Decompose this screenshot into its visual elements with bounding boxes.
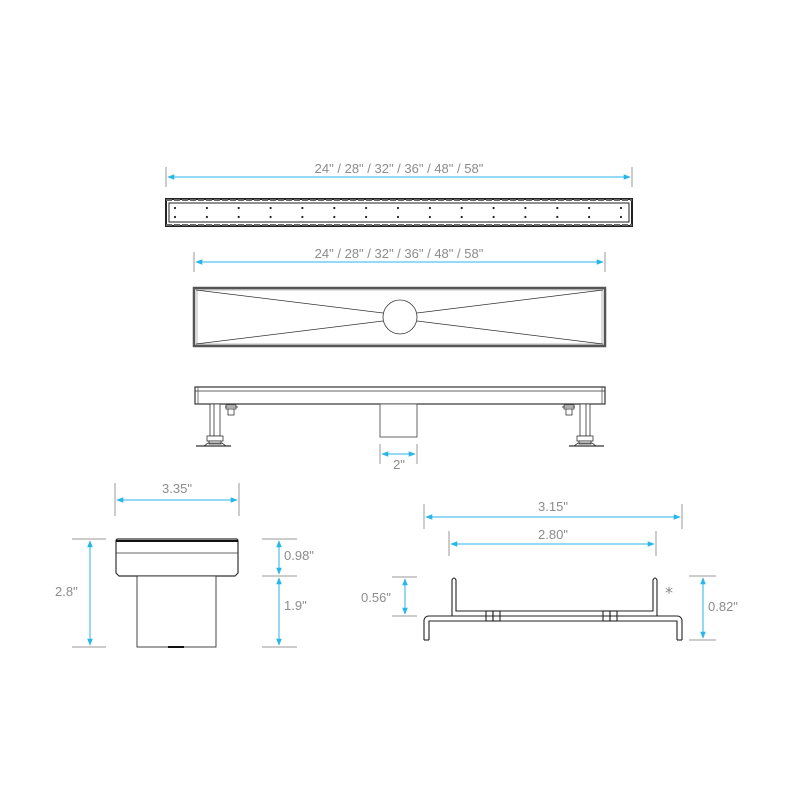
channel-length-label: 24" / 28" / 32" / 36" / 48" / 58" [314,246,484,261]
end-total-height-label: 2.8" [55,584,78,599]
grate-perforations [173,206,623,219]
end-outlet-height-label: 1.9" [284,598,307,613]
side-elevation-view [194,386,606,464]
end-total-height-dimension [72,538,106,648]
note-asterisk: * [665,583,673,602]
grate-length-label: 24" / 28" / 32" / 36" / 48" / 58" [314,161,484,176]
channel-body [192,286,607,348]
end-channel-height-label: 0.98" [284,548,314,563]
inner-width-dimension [448,531,657,556]
channel-side-body [194,386,606,405]
end-width-label: 3.35" [162,481,192,496]
grate-total-height-label: 0.82" [708,599,738,614]
outer-width-dimension [423,504,683,529]
right-leveling-leg [562,403,604,447]
outlet-width-dimension [379,444,418,464]
channel-length-dimension [193,252,606,272]
outlet-width-label: 2" [393,457,405,472]
outlet-pipe [379,403,418,438]
grate-inner-width-label: 2.80" [538,527,568,542]
center-drain-circle [382,299,418,335]
end-outlet-height-dimension [262,577,297,648]
end-section-body [115,538,239,648]
end-section-view [72,483,297,648]
grate-top-view [165,167,633,227]
grate-outer-width-label: 3.15" [538,499,568,514]
flange-height-label: 0.56" [361,590,391,605]
grate-length-dimension [165,167,633,187]
grate-cross-section-view [392,504,716,641]
left-leveling-leg [196,403,238,447]
flange-height-dimension [392,576,417,617]
end-width-dimension [114,483,240,516]
grate-body [165,198,633,227]
grate-profile [423,577,683,641]
end-channel-height-dimension [262,538,297,577]
channel-top-view [192,252,607,348]
grate-total-height-dimension [689,575,716,641]
